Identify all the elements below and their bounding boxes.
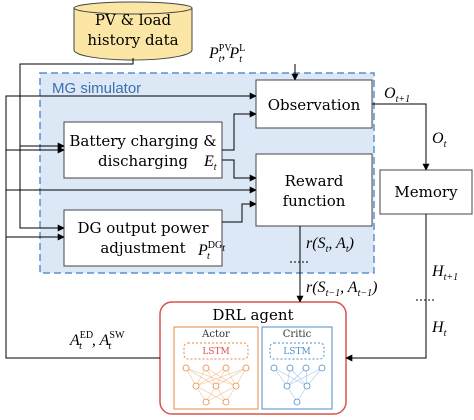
label-h-next: Ht+1 [431,263,458,283]
label-o-t: Ot [432,130,447,150]
reward-label-line2: function [283,192,346,210]
label-e-t: Et [203,153,217,173]
label-h-t: Ht [431,319,447,339]
reward-label-line1: Reward [285,172,344,190]
mg-simulator-title: MG simulator [52,80,141,97]
actor-network: Actor LSTM [173,326,259,410]
observation-label: Observation [268,96,361,114]
critic-network: Critic LSTM [261,326,333,410]
label-r-t: r(St, At) [306,235,354,255]
database-label-line1: PV & load [95,11,172,29]
label-o-next: Ot+1 [384,85,410,105]
critic-label: Critic [283,329,312,340]
label-r-prev: r(St−1, At−1) [306,279,377,299]
dg-box: DG output power adjustment [63,209,223,267]
history-database: PV & load history data [73,1,193,61]
actor-label: Actor [201,329,230,340]
connectors [5,58,436,362]
dg-label-line2: adjustment [100,239,185,257]
battery-label-line2: discharging [98,152,188,170]
battery-box: Battery charging & discharging [63,121,223,179]
database-label-line2: history data [87,31,178,49]
dg-label-line1: DG output power [77,219,209,237]
critic-lstm-label: LSTM [283,347,310,357]
actor-lstm-label: LSTM [202,347,229,357]
memory-label: Memory [394,183,458,201]
observation-box: Observation [255,79,373,129]
memory-box: Memory [379,169,473,215]
drl-agent-title: DRL agent [212,306,293,324]
battery-label-line1: Battery charging & [69,132,216,150]
reward-box: Reward function [255,153,373,227]
